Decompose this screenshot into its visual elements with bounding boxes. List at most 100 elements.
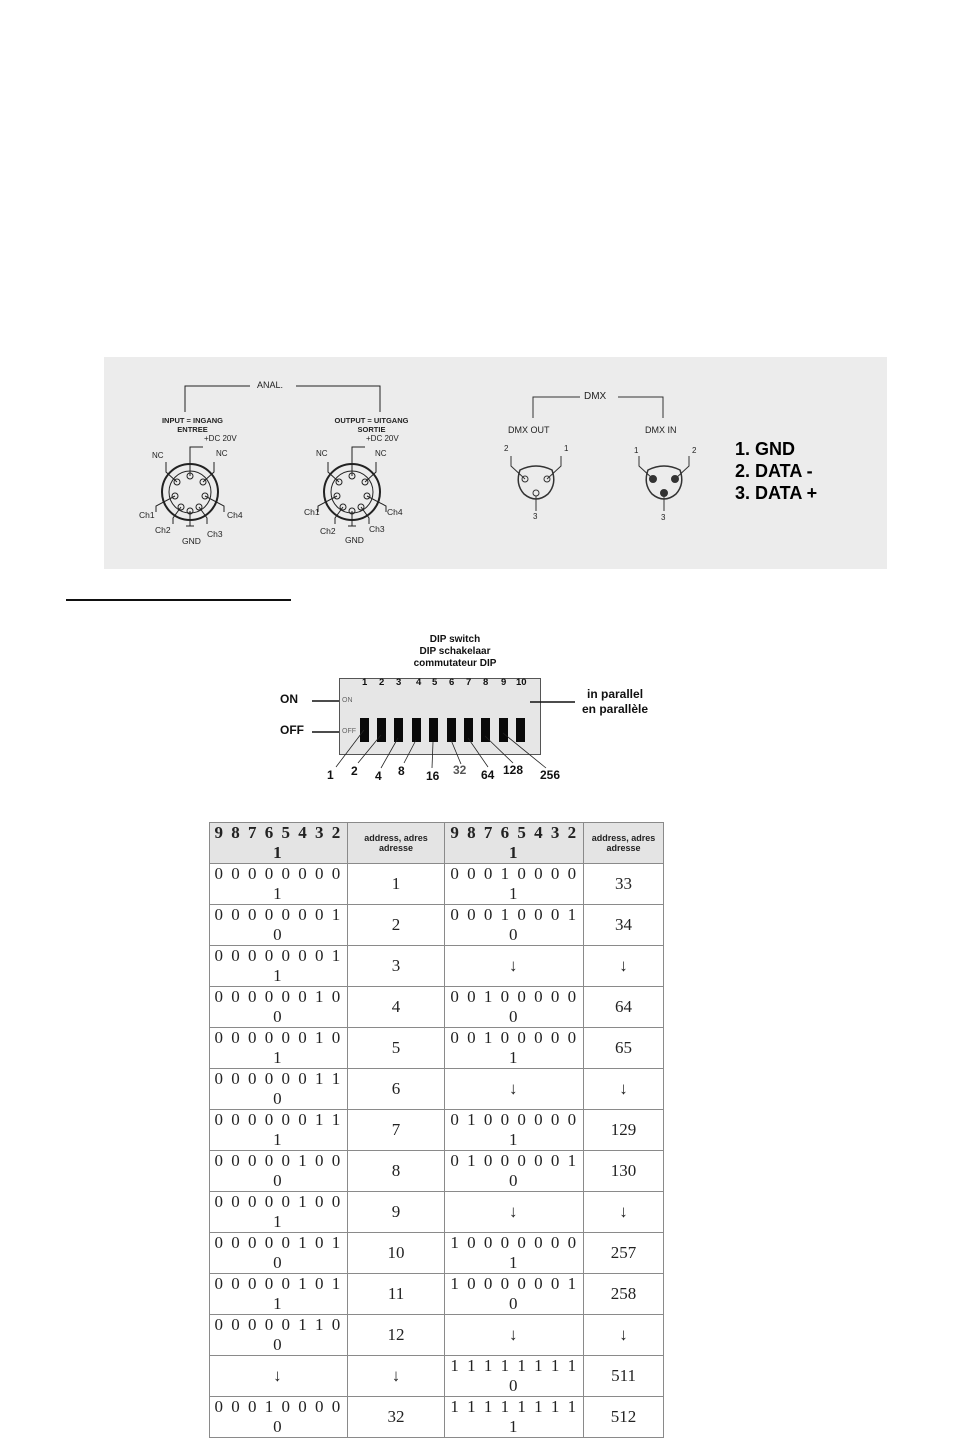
dip-number-10: 10 — [516, 677, 527, 688]
bits-cell: 0 0 0 0 0 0 0 1 1 — [209, 945, 348, 987]
bits-cell: 0 0 0 0 0 1 0 1 0 — [209, 1232, 348, 1274]
address-cell: 34 — [583, 904, 664, 946]
dip-on-small-label: ON — [342, 697, 353, 704]
output-din-connector — [317, 446, 387, 527]
dip-lever-10[interactable] — [516, 718, 525, 742]
address-table: 9 8 7 6 5 4 3 2 1 address, adres adresse… — [209, 822, 664, 1438]
address-cell: 10 — [346, 1232, 446, 1274]
dip-levers — [360, 718, 525, 742]
output-ch1: Ch1 — [304, 507, 320, 517]
dmx-in-pin-1: 1 — [634, 446, 639, 455]
connector-diagram-panel — [104, 357, 887, 569]
bits-cell: ↓ — [444, 945, 585, 987]
dmx-group-label: DMX — [584, 391, 607, 402]
input-gnd: GND — [182, 536, 201, 546]
address-cell: 258 — [583, 1273, 664, 1315]
analog-bracket — [184, 385, 381, 412]
dmx-out-label: DMX OUT — [508, 425, 550, 435]
bits-cell: 0 0 0 0 0 0 0 1 0 — [209, 904, 348, 946]
output-ch4: Ch4 — [387, 507, 403, 517]
bits-cell: ↓ — [444, 1191, 585, 1233]
parallel-label-line-2: en parallèle — [582, 702, 649, 716]
dip-weight-leaders — [335, 729, 547, 769]
parallel-label: in parallel en parallèle — [582, 687, 648, 717]
dip-lever-7[interactable] — [464, 718, 473, 742]
dip-lever-1[interactable] — [360, 718, 369, 742]
address-cell: 7 — [346, 1109, 446, 1151]
address-cell: 65 — [583, 1027, 664, 1069]
bits-cell: 1 1 1 1 1 1 1 1 0 — [444, 1355, 585, 1397]
dip-lever-8[interactable] — [481, 718, 490, 742]
weight-2: 2 — [351, 764, 358, 778]
dip-number-3: 3 — [396, 677, 402, 688]
bits-cell: 0 0 1 0 0 0 0 0 0 — [444, 986, 585, 1028]
output-nc-right: NC — [375, 449, 387, 458]
weight-4: 4 — [375, 769, 382, 783]
bits-cell: 0 0 1 0 0 0 0 0 1 — [444, 1027, 585, 1069]
dmx-in-pin-2: 2 — [692, 446, 697, 455]
address-cell: 9 — [346, 1191, 446, 1233]
dmx-out-pin-1: 1 — [564, 444, 569, 453]
header-bits-left: 9 8 7 6 5 4 3 2 1 — [209, 822, 348, 864]
bits-cell: 0 0 0 1 0 0 0 1 0 — [444, 904, 585, 946]
bits-cell: 1 0 0 0 0 0 0 1 0 — [444, 1273, 585, 1315]
dip-number-5: 5 — [432, 677, 438, 688]
address-cell: ↓ — [583, 1314, 664, 1356]
address-cell: 33 — [583, 863, 664, 905]
dip-off-small-label: OFF — [342, 728, 356, 735]
dip-lever-2[interactable] — [377, 718, 386, 742]
dip-number-8: 8 — [483, 677, 489, 688]
bits-cell: 0 1 0 0 0 0 0 0 1 — [444, 1109, 585, 1151]
address-cell: 32 — [346, 1396, 446, 1438]
dmx-in-label: DMX IN — [645, 425, 677, 435]
address-cell: ↓ — [583, 945, 664, 987]
pin-legend: 1. GND 2. DATA - 3. DATA + — [735, 438, 817, 504]
weight-32: 32 — [453, 763, 467, 777]
bits-cell: 0 0 0 0 0 0 1 1 1 — [209, 1109, 348, 1151]
address-cell: ↓ — [346, 1355, 446, 1397]
dip-leader-lines — [312, 700, 575, 733]
address-cell: 5 — [346, 1027, 446, 1069]
pin-legend-data-plus: 3. DATA + — [735, 483, 818, 503]
bits-cell: 0 1 0 0 0 0 0 1 0 — [444, 1150, 585, 1192]
input-label-line-1: INPUT = INGANG — [161, 416, 224, 425]
address-cell: 12 — [346, 1314, 446, 1356]
dip-number-2: 2 — [379, 677, 385, 688]
dip-title-line-1: DIP switch — [429, 634, 481, 645]
bits-cell: 0 0 0 0 0 1 0 0 1 — [209, 1191, 348, 1233]
dmx-out-connector — [510, 456, 562, 511]
bits-cell: 0 0 0 0 0 1 0 0 0 — [209, 1150, 348, 1192]
output-dc-label: +DC 20V — [366, 434, 399, 443]
weight-64: 64 — [481, 768, 495, 782]
output-nc-left: NC — [316, 449, 328, 458]
dip-lever-6[interactable] — [447, 718, 456, 742]
dip-number-9: 9 — [501, 677, 507, 688]
dip-title: DIP switch DIP schakelaar commutateur DI… — [370, 634, 540, 670]
weight-1: 1 — [327, 768, 334, 782]
table-header-row: 9 8 7 6 5 4 3 2 1 address, adres adresse… — [209, 822, 664, 864]
dip-lever-9[interactable] — [499, 718, 508, 742]
address-cell: 4 — [346, 986, 446, 1028]
bits-cell: ↓ — [444, 1068, 585, 1110]
address-cell: ↓ — [583, 1191, 664, 1233]
output-label-line-1: OUTPUT = UITGANG — [334, 416, 409, 425]
dip-lever-4[interactable] — [412, 718, 421, 742]
analog-group-label: ANAL. — [257, 380, 284, 390]
header-address-left: address, adres adresse — [346, 822, 446, 864]
dip-lever-5[interactable] — [429, 718, 438, 742]
address-cell: 8 — [346, 1150, 446, 1192]
bits-cell: 0 0 0 0 0 0 0 0 1 — [209, 863, 348, 905]
bits-cell: 0 0 0 0 0 0 1 0 1 — [209, 1027, 348, 1069]
address-cell: 257 — [583, 1232, 664, 1274]
dip-lever-3[interactable] — [394, 718, 403, 742]
bits-cell: 0 0 0 0 0 1 0 1 1 — [209, 1273, 348, 1315]
